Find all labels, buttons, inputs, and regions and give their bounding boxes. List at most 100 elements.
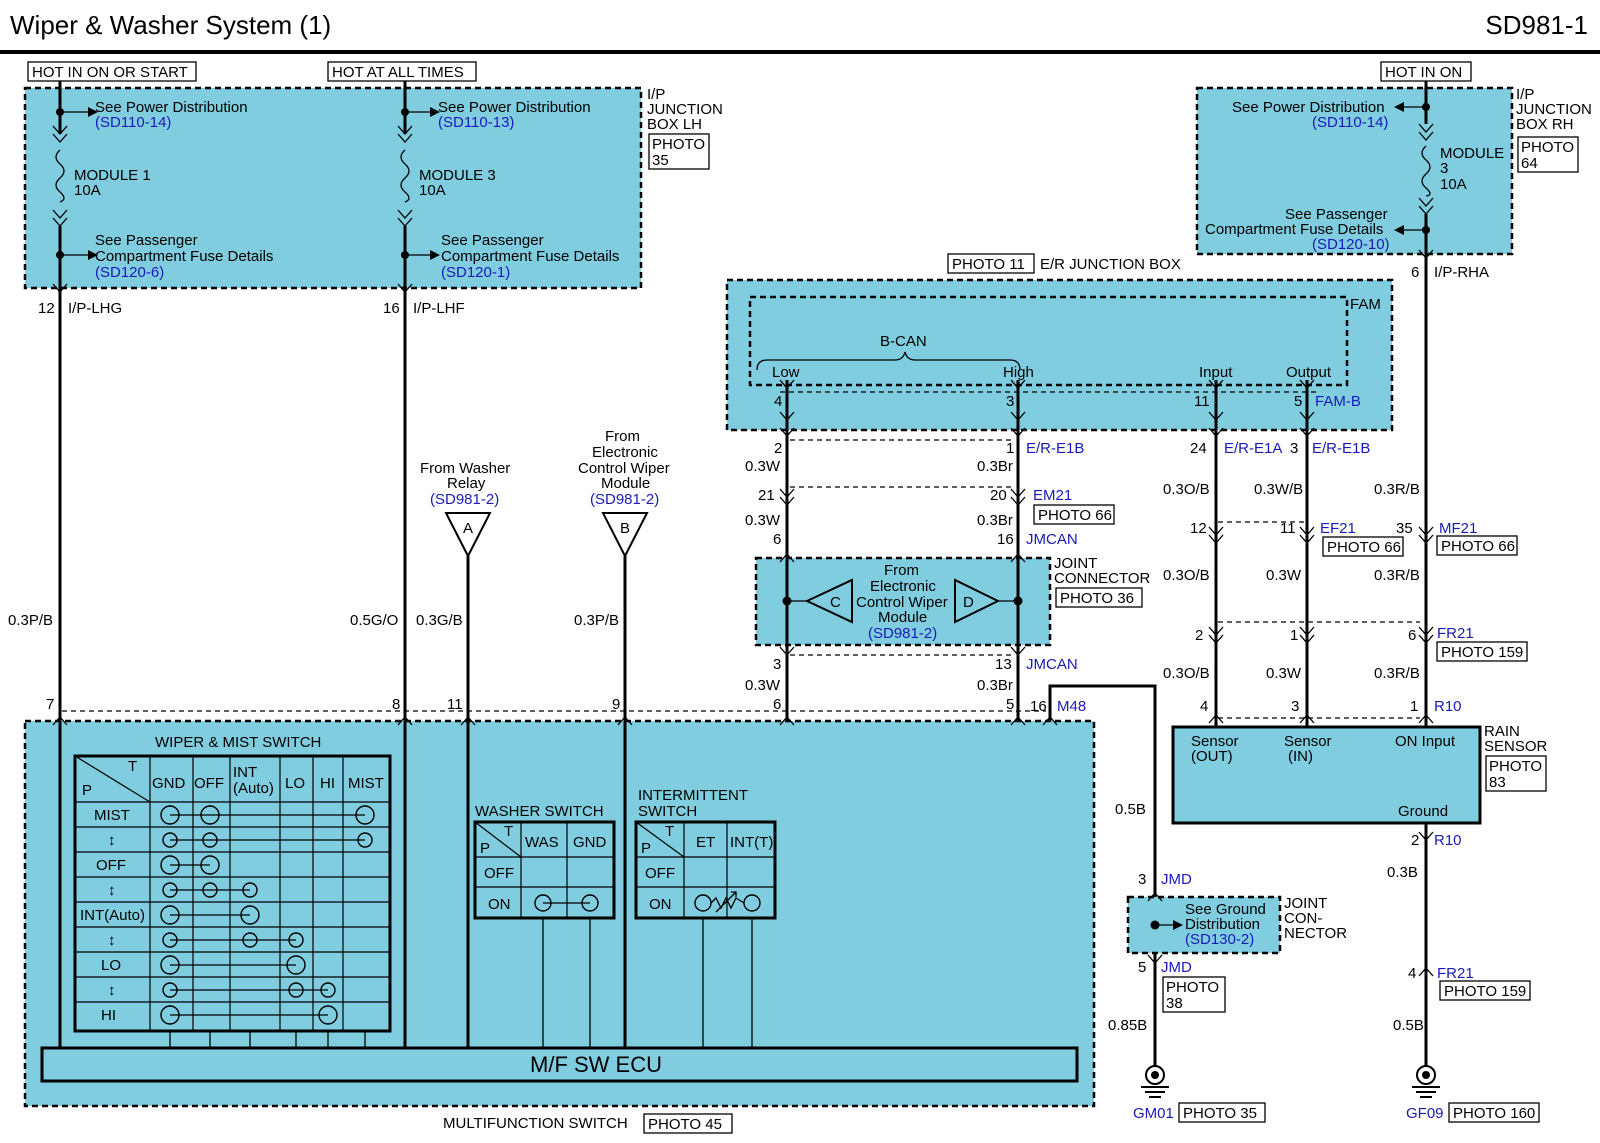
wire-spec: 0.3Br	[977, 677, 1013, 694]
rain-sensor-name: SENSOR	[1484, 738, 1548, 755]
hot-in-on: HOT IN ON	[1385, 64, 1462, 81]
from-ecwm-label: Electronic	[870, 578, 936, 595]
pin-number: 6	[773, 531, 781, 548]
row-transition: ↕	[108, 932, 116, 949]
pin-number: 6	[773, 696, 781, 713]
row-transition: ↕	[108, 982, 116, 999]
connector-b: B	[620, 520, 630, 537]
ref-sd120-6[interactable]: (SD120-6)	[95, 264, 164, 281]
rain-photo: PHOTO	[1489, 758, 1542, 775]
from-ecwm: Module	[601, 475, 650, 492]
ref-sd981-2[interactable]: (SD981-2)	[430, 491, 499, 508]
photo-ref: PHOTO 45	[648, 1116, 722, 1133]
pin-number: 3	[773, 656, 781, 673]
col-lo: LO	[285, 775, 305, 792]
fam-input: Input	[1199, 364, 1233, 381]
wire-spec: 0.5G/O	[350, 612, 398, 629]
fam-output: Output	[1286, 364, 1332, 381]
hot-in-on-or-start: HOT IN ON OR START	[32, 64, 188, 81]
row-transition: ↕	[108, 882, 116, 899]
connector-r10: R10	[1434, 832, 1462, 849]
table-axis-t: T	[665, 823, 674, 840]
pin-number: 16	[997, 531, 1014, 548]
pin-number: 1	[1290, 627, 1298, 644]
ipjb-lh-photo: PHOTO	[652, 136, 705, 153]
erjb-name: E/R JUNCTION BOX	[1040, 256, 1181, 273]
col-int-t: INT(T)	[730, 834, 773, 851]
joint-connector-label: CONNECTOR	[1054, 570, 1151, 587]
pin-number: 11	[1194, 393, 1210, 410]
ground-gm01: GM01	[1133, 1105, 1174, 1122]
pin-number: 5	[1006, 696, 1014, 713]
fuse-module1: MODULE 1	[74, 167, 151, 184]
col-hi: HI	[320, 775, 335, 792]
pin-number: 4	[1200, 698, 1208, 715]
wire-spec: 0.5B	[1115, 801, 1146, 818]
col-int: (Auto)	[233, 780, 274, 797]
see-passenger: See Passenger	[95, 232, 198, 249]
see-passenger: See Passenger	[441, 232, 544, 249]
jmd-joint-label: NECTOR	[1284, 925, 1347, 942]
row-transition: ↕	[108, 832, 116, 849]
jmd-joint-label: CON-	[1284, 910, 1322, 927]
from-ecwm: Electronic	[592, 444, 658, 461]
wire-spec: 0.3B	[1387, 864, 1418, 881]
ipjb-lh-name: I/P	[647, 86, 665, 103]
bcan-low: Low	[772, 364, 800, 381]
connector-mf21: MF21	[1439, 520, 1477, 537]
bcan-label: B-CAN	[880, 333, 927, 350]
ref-sd130-2[interactable]: (SD130-2)	[1185, 931, 1254, 948]
page-title: Wiper & Washer System (1)	[10, 10, 332, 40]
pin-number: 3	[1006, 393, 1014, 410]
wire-spec: 0.3W	[745, 512, 781, 529]
row-off: OFF	[645, 865, 675, 882]
hot-at-all-times: HOT AT ALL TIMES	[332, 64, 464, 81]
ref-sd981-2[interactable]: (SD981-2)	[590, 491, 659, 508]
pin-number: 3	[1291, 698, 1299, 715]
ipjb-lh-photo: 35	[652, 152, 669, 169]
connector-fr21: FR21	[1437, 625, 1474, 642]
ref-sd110-13[interactable]: (SD110-13)	[438, 114, 514, 131]
wire-spec: 0.3P/B	[8, 612, 53, 629]
photo-ref: PHOTO 66	[1441, 538, 1515, 555]
wire-spec: 0.3Br	[977, 512, 1013, 529]
connector-fr21: FR21	[1437, 965, 1474, 982]
ref-sd110-14[interactable]: (SD110-14)	[1312, 114, 1388, 131]
ref-sd981-2[interactable]: (SD981-2)	[868, 625, 937, 642]
wire-spec: 0.5B	[1393, 1017, 1424, 1034]
table-axis-p: P	[480, 840, 490, 857]
pin-number: 1	[1410, 698, 1418, 715]
ipjb-lh-box	[23, 86, 643, 290]
see-power-distribution: See Power Distribution	[95, 99, 248, 116]
ref-sd120-10[interactable]: (SD120-10)	[1312, 236, 1390, 253]
col-mist: MIST	[348, 775, 384, 792]
pin-number: 20	[990, 487, 1007, 504]
jmd-joint-label: JOINT	[1284, 895, 1327, 912]
pin-number: 24	[1190, 440, 1207, 457]
rain-on-input: ON Input	[1395, 733, 1456, 750]
ref-sd120-1[interactable]: (SD120-1)	[441, 264, 510, 281]
pin-number: 3	[1138, 871, 1146, 888]
see-passenger: See Passenger	[1285, 206, 1388, 223]
connector-fam-b: FAM-B	[1315, 393, 1361, 410]
pin-number: 4	[1408, 965, 1416, 982]
connector-er-e1b: E/R-E1B	[1026, 440, 1084, 457]
rain-sensor-in: Sensor	[1284, 733, 1332, 750]
col-was: WAS	[525, 834, 559, 851]
connector-er-e1a: E/R-E1A	[1224, 440, 1282, 457]
ref-sd110-14[interactable]: (SD110-14)	[95, 114, 171, 131]
bcan-high: High	[1003, 364, 1034, 381]
connector-ip-rha: I/P-RHA	[1434, 264, 1489, 281]
table-axis-t: T	[504, 823, 513, 840]
switch-contacts	[160, 805, 375, 1025]
pin-number: 16	[383, 300, 400, 317]
pin-number: 2	[1195, 627, 1203, 644]
wire-spec: 0.3O/B	[1163, 567, 1210, 584]
ground-gf09: GF09	[1406, 1105, 1444, 1122]
see-passenger: Compartment Fuse Details	[95, 248, 273, 265]
multifunction-switch-name: MULTIFUNCTION SWITCH	[443, 1115, 628, 1132]
see-power-distribution: See Power Distribution	[438, 99, 591, 116]
pin-number: 5	[1294, 393, 1302, 410]
wire-spec: 0.3W	[745, 458, 781, 475]
from-ecwm: Control Wiper	[578, 460, 670, 477]
